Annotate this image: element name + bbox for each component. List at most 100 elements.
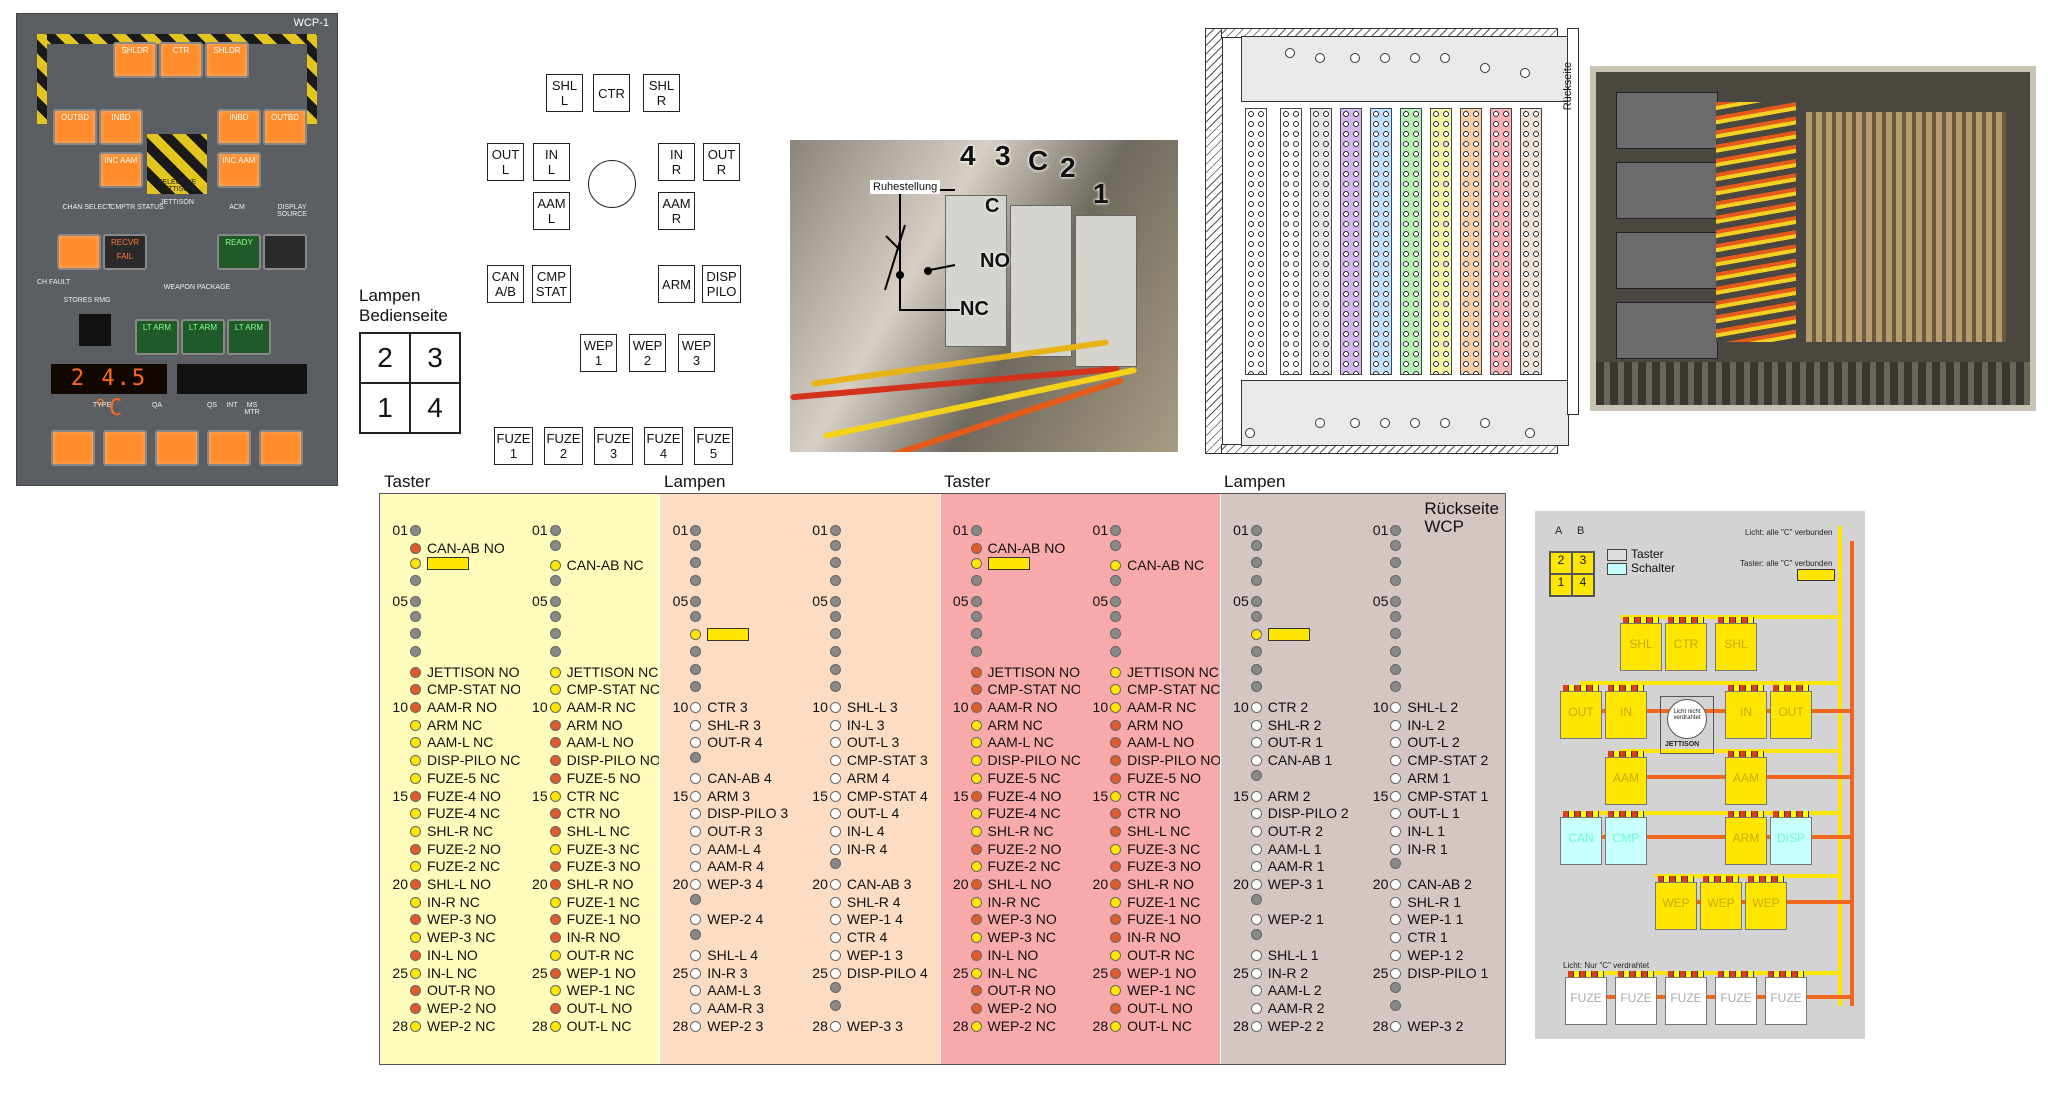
pin-label: SHL-L NO: [987, 876, 1052, 892]
pin-number: 25: [1233, 964, 1249, 981]
pin-dot: [690, 539, 702, 551]
pin-label: FUZE-5 NC: [987, 769, 1061, 786]
pin-label: AAM-L 3: [707, 982, 762, 999]
table-row: [1227, 575, 1268, 587]
rack-bottom-rail: [1241, 380, 1569, 446]
pin-label: SHL-R 3: [707, 716, 761, 733]
pin-label: FUZE-2 NO: [427, 840, 501, 857]
pin-label: JETTISON NO: [987, 663, 1081, 680]
table-row: [666, 645, 707, 657]
pin-dot: [549, 932, 561, 944]
connector-strip: [1400, 108, 1422, 375]
wiring-module-in-r: IN: [1725, 685, 1767, 739]
pin-dot: [970, 755, 982, 767]
pin-label: ARM NO: [1127, 716, 1184, 733]
table-row: WEP-1 2: [1366, 947, 1463, 964]
table-row: WEP-1 3: [806, 947, 903, 964]
pin-dot: [1110, 575, 1122, 587]
display-source-label: DISPLAY SOURCE: [277, 204, 307, 218]
table-row: IN-R NC: [947, 894, 1040, 911]
bottom-button-2: [103, 430, 147, 466]
wiring-module-wep-1: WEP: [1655, 876, 1697, 930]
table-row: AAM-R 2: [1227, 1000, 1325, 1017]
pin-number: 01: [1372, 522, 1389, 538]
table-row: DISP-PILO 2: [1227, 805, 1349, 822]
table-row: 01: [386, 522, 427, 539]
table-row: CMP-STAT NO: [386, 681, 521, 698]
table-row: CTR NO: [1086, 805, 1181, 822]
table-row: 01: [1086, 522, 1127, 539]
pin-number: 20: [952, 876, 969, 892]
pin-label: WEP-2 4: [707, 911, 764, 928]
pin-dot: [690, 737, 702, 749]
pin-label: WEP-2 2: [1267, 1017, 1324, 1034]
pin-dot: [549, 628, 561, 640]
yellow-bar: [427, 557, 469, 571]
pin-dot: [1390, 737, 1402, 749]
table-row: AAM-R 1: [1227, 858, 1325, 875]
pin-number: 4: [960, 140, 976, 171]
table-row: FUZE-5 NO: [1086, 770, 1201, 787]
pin-dot: [410, 575, 421, 587]
lampen-bedienseite-label: Lampen Bedienseite: [359, 286, 448, 325]
pin-dot: [549, 525, 561, 536]
table-row: [1366, 539, 1407, 551]
pin-label: IN-L 1: [1407, 822, 1445, 839]
pin-number: 25: [1092, 964, 1109, 981]
wiring-module-fuze-5: FUZE: [1765, 971, 1807, 1025]
pin-dot: [829, 896, 841, 908]
table-row: ARM 4: [806, 770, 890, 787]
pin-dot: [690, 525, 702, 536]
wiring-module-fuze-4: FUZE: [1715, 971, 1757, 1025]
pin-dot: [970, 645, 982, 657]
hazard-stripe: [37, 34, 317, 44]
layout-in-l: IN L: [533, 143, 570, 181]
table-row: [1227, 893, 1268, 905]
table-row: [666, 752, 707, 764]
table-row: CMP-STAT 2: [1366, 752, 1488, 769]
table-row: [1086, 645, 1127, 657]
pin-dot: [970, 610, 982, 622]
pin-dot: [690, 825, 702, 837]
pin-label: CMP-STAT NO: [987, 681, 1082, 698]
pin-label: ARM 3: [707, 787, 751, 804]
pin-number: 05: [1372, 592, 1389, 609]
connector-strip: [1280, 108, 1302, 375]
table-row: AAM-L 4: [666, 841, 761, 858]
pin-dot: [829, 843, 841, 855]
table-row: [806, 628, 847, 640]
pin-label: JETTISON NO: [427, 663, 520, 680]
pin-dot: [410, 719, 421, 731]
pin-dot: [1250, 929, 1262, 941]
switch-body: [945, 195, 1007, 347]
pin-dot: [1110, 967, 1122, 979]
pin-label: OUT-L 4: [846, 805, 900, 822]
display-source-button: [263, 234, 307, 270]
pin-label: FUZE-1 NC: [566, 893, 640, 910]
table-row: FUZE-1 NC: [1086, 894, 1200, 911]
pin-dot: [970, 985, 982, 997]
pin-dot: [410, 737, 421, 749]
pin-dot: [1110, 808, 1122, 820]
table-row: SHL-R 4: [806, 894, 901, 911]
pin-dot: [1250, 645, 1262, 657]
outbd-r-button: OUTBD: [263, 109, 307, 145]
table-row: [1227, 610, 1268, 622]
pin-label: DISP-PILO NC: [987, 752, 1081, 769]
col-b-label: B: [1577, 525, 1585, 537]
pin-number: 20: [1092, 876, 1109, 892]
table-row: [806, 681, 847, 693]
pin-number: 15: [392, 787, 408, 804]
pin-number: 28: [812, 1017, 828, 1034]
pin-number: 05: [392, 592, 408, 609]
pin-dot: [1390, 557, 1402, 569]
table-row: 05: [666, 593, 707, 610]
pin-dot: [549, 719, 561, 731]
rack-drawing: [1205, 28, 1600, 454]
pin-dot: [970, 1020, 982, 1032]
table-row: [1227, 557, 1268, 569]
